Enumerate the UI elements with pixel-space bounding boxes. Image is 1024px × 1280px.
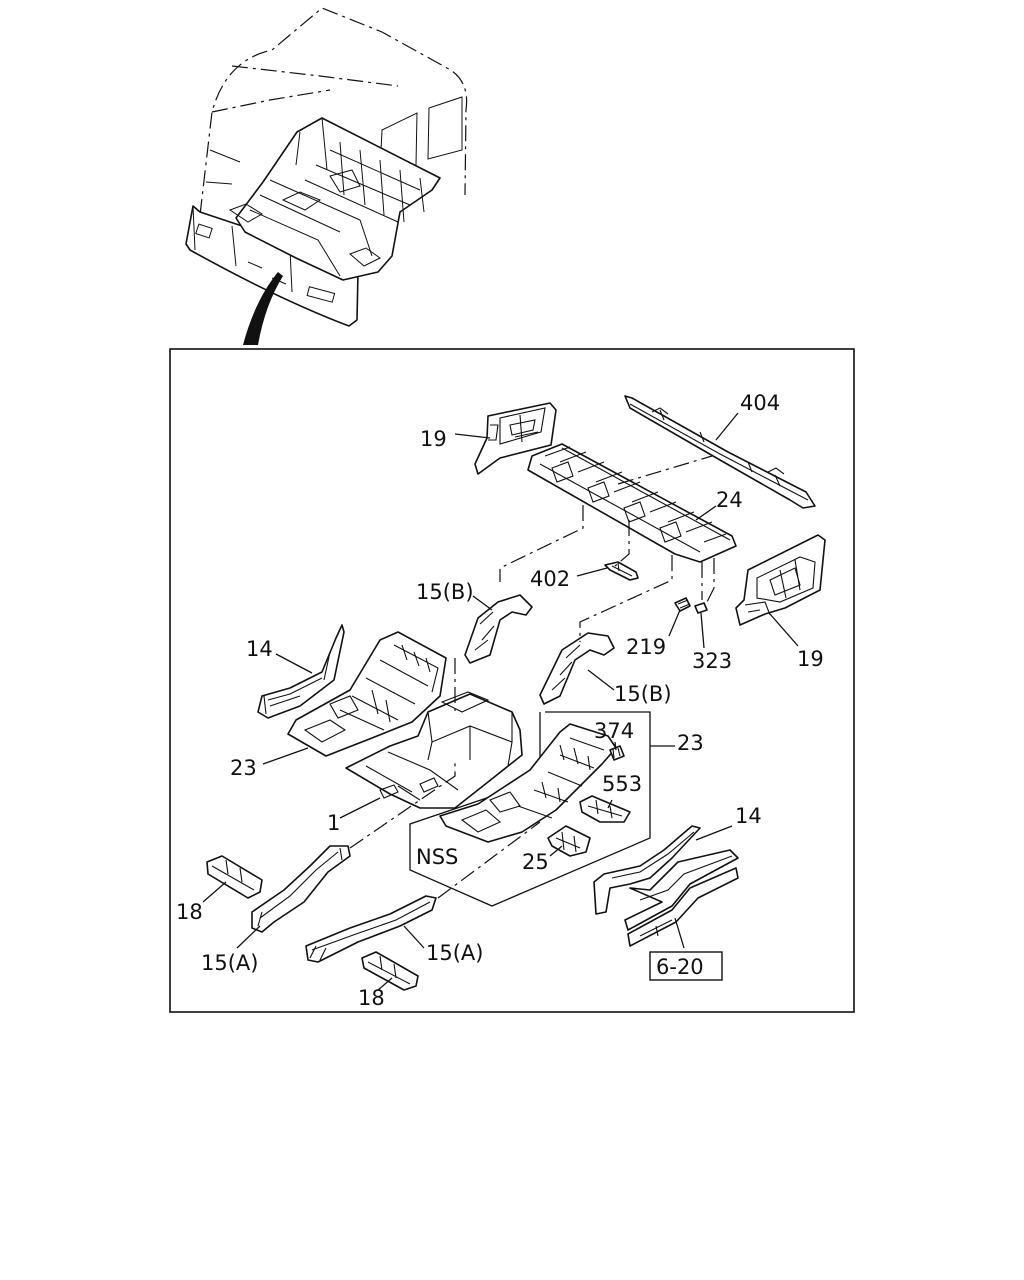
part-18-left-bracket — [206, 855, 263, 899]
part-25-bracket — [547, 825, 591, 857]
label-18-bottom: 18 — [358, 986, 385, 1010]
label-553: 553 — [602, 772, 642, 796]
label-15b-left: 15(B) — [416, 580, 474, 604]
part-23-left-floor-panel — [287, 631, 447, 757]
label-23-left: 23 — [230, 756, 257, 780]
part-15a-middle-rail — [305, 895, 437, 963]
part-14-left-rail — [257, 624, 345, 719]
callout-labels: 404 19 24 402 15(B) 219 323 19 14 15(B) … — [176, 391, 824, 1010]
vehicle-cab-overview — [185, 7, 468, 345]
label-1: 1 — [327, 811, 340, 835]
label-24: 24 — [716, 488, 743, 512]
label-23-right: 23 — [677, 731, 704, 755]
part-23-right-floor-panel — [439, 723, 617, 843]
reference-6-20-box[interactable] — [649, 951, 723, 981]
part-553-bracket — [579, 795, 631, 823]
part-15a-left-rail — [251, 845, 351, 933]
label-374: 374 — [594, 719, 634, 743]
part-404-rear-rail — [624, 395, 816, 509]
label-404: 404 — [740, 391, 780, 415]
leader-lines — [202, 412, 799, 991]
label-nss: NSS — [416, 845, 458, 869]
part-15b-right-bracket — [539, 632, 615, 705]
label-402: 402 — [530, 567, 570, 591]
label-15a-middle: 15(A) — [426, 941, 483, 965]
part-402-bracket — [604, 561, 639, 581]
label-323: 323 — [692, 649, 732, 673]
label-25: 25 — [522, 850, 549, 874]
part-15b-left-bracket — [464, 594, 533, 664]
label-15a-left: 15(A) — [201, 951, 258, 975]
label-14-right: 14 — [735, 804, 762, 828]
part-24-rear-floor-panel — [527, 443, 737, 563]
label-219: 219 — [626, 635, 666, 659]
part-19-left-side-panel — [474, 402, 557, 475]
part-19-right-side-panel — [735, 534, 826, 626]
label-14-left: 14 — [246, 637, 273, 661]
reference-6-20-text[interactable]: 6-20 — [656, 955, 704, 979]
part-1-center-floor-panel — [345, 691, 523, 809]
label-18-left: 18 — [176, 900, 203, 924]
part-323-nut — [694, 602, 708, 614]
reference-6-20[interactable]: 6-20 — [649, 951, 723, 981]
part-14-right-rail — [593, 825, 739, 947]
part-18-bottom-bracket — [361, 951, 419, 991]
assembly-lines — [349, 455, 715, 899]
part-219-bolt — [674, 597, 691, 612]
part-374-clip — [609, 745, 625, 761]
label-15b-right: 15(B) — [614, 682, 672, 706]
detail-frame — [169, 348, 855, 1013]
label-19-right: 19 — [797, 647, 824, 671]
label-19-top: 19 — [420, 427, 447, 451]
